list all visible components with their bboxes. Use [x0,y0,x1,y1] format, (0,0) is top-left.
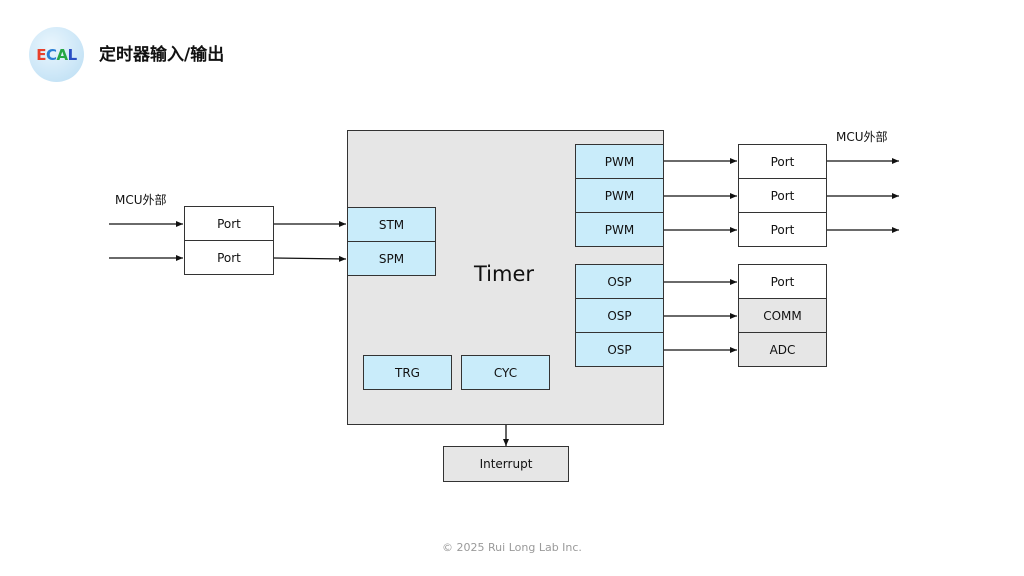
timer-label: Timer [474,262,535,286]
logo-letter: C [46,45,57,64]
osp-block: OSP [575,264,664,299]
copyright-footer: © 2025 Rui Long Lab Inc. [442,541,582,554]
stm-block: STM [347,207,436,242]
cyc-block: CYC [461,355,550,390]
comm-box: COMM [738,298,827,333]
pwm-block: PWM [575,178,664,213]
arrow-port-to-spm [273,255,347,262]
output-port-box: Port [738,212,827,247]
osp-block: OSP [575,332,664,367]
logo-letter: A [56,45,69,64]
input-port-box: Port [184,240,274,275]
pwm-block: PWM [575,144,664,179]
logo-letter: L [67,45,78,64]
output-port-box: Port [738,144,827,179]
osp-port-box: Port [738,264,827,299]
logo-letter: E [36,45,47,64]
external-label-left: MCU外部 [115,193,167,207]
spm-block: SPM [347,241,436,276]
pwm-block: PWM [575,212,664,247]
output-port-box: Port [738,178,827,213]
page-title: 定时器输入/输出 [99,45,225,65]
adc-box: ADC [738,332,827,367]
trg-block: TRG [363,355,452,390]
interrupt-box: Interrupt [443,446,569,482]
external-label-right: MCU外部 [836,130,888,144]
osp-block: OSP [575,298,664,333]
input-port-box: Port [184,206,274,241]
